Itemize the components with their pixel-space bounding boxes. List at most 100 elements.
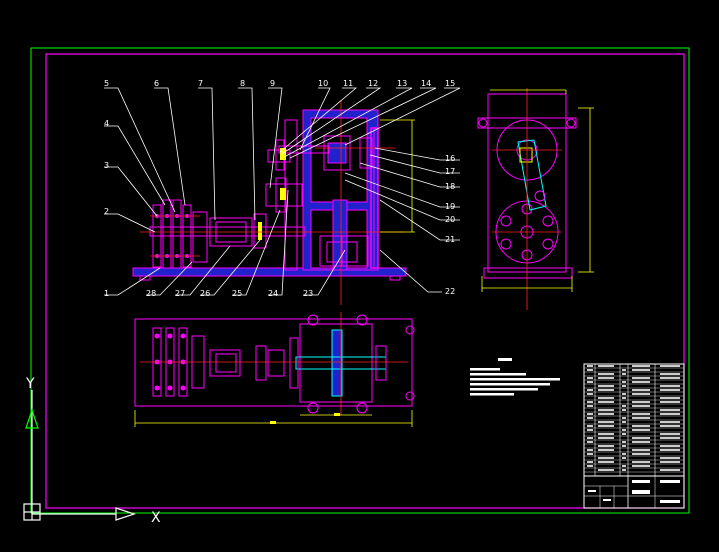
balloon-22: 22 (445, 287, 455, 296)
balloon-9: 9 (270, 79, 275, 88)
parts-cell-mark (622, 429, 626, 431)
parts-cell-mark (660, 449, 680, 451)
parts-cell-mark (622, 385, 626, 387)
balloon-18: 18 (445, 182, 455, 191)
parts-cell-mark (622, 457, 626, 459)
parts-cell-mark (660, 437, 680, 439)
parts-cell-mark (587, 393, 593, 395)
balloon-20: 20 (445, 215, 455, 224)
parts-cell-mark (632, 393, 650, 395)
parts-cell-mark (598, 401, 614, 403)
parts-cell-mark (622, 381, 626, 383)
parts-cell-mark (587, 437, 593, 439)
balloon-8: 8 (240, 79, 245, 88)
parts-cell-mark (632, 425, 650, 427)
parts-cell-mark (598, 445, 614, 447)
parts-cell-mark (622, 409, 626, 411)
parts-cell-mark (587, 369, 593, 371)
balloon-6: 6 (154, 79, 159, 88)
parts-cell-mark (598, 409, 614, 411)
parts-cell-mark (660, 385, 680, 387)
balloon-14: 14 (421, 79, 431, 88)
parts-cell-mark (598, 457, 614, 459)
balloon-2: 2 (104, 207, 109, 216)
balloon-15: 15 (445, 79, 455, 88)
parts-cell-mark (632, 429, 650, 431)
parts-cell-mark (622, 469, 626, 471)
parts-cell-mark (587, 413, 593, 415)
balloon-10: 10 (318, 79, 328, 88)
parts-cell-mark (587, 425, 593, 427)
parts-cell-mark (587, 389, 593, 391)
parts-cell-mark (632, 465, 650, 467)
parts-list (583, 363, 685, 477)
parts-cell-mark (598, 449, 614, 451)
parts-cell-mark (632, 405, 650, 407)
parts-cell-mark (587, 441, 593, 443)
parts-cell-mark (660, 377, 680, 379)
parts-cell-mark (622, 445, 626, 447)
parts-cell-mark (660, 373, 680, 375)
roller-stack (152, 199, 208, 269)
parts-cell-mark (587, 405, 593, 407)
parts-cell-mark (632, 449, 650, 451)
parts-cell-mark (632, 437, 650, 439)
ucs-icon (23, 390, 136, 521)
balloon-24: 24 (268, 289, 278, 298)
parts-cell-mark (598, 397, 614, 399)
motor (319, 235, 369, 267)
parts-cell-mark (660, 413, 680, 415)
parts-cell-mark (660, 461, 680, 463)
parts-cell-mark (598, 377, 614, 379)
balloon-4: 4 (104, 119, 109, 128)
parts-cell-mark (632, 377, 650, 379)
balloon-27: 27 (175, 289, 185, 298)
parts-cell-mark (632, 453, 650, 455)
balloon-5: 5 (104, 79, 109, 88)
parts-cell-mark (632, 369, 650, 371)
parts-cell-mark (632, 389, 650, 391)
parts-cell-mark (660, 433, 680, 435)
parts-cell-mark (632, 365, 650, 367)
parts-cell-mark (660, 409, 680, 411)
parts-cell-mark (587, 381, 593, 383)
balloon-11: 11 (343, 79, 353, 88)
parts-cell-mark (622, 433, 626, 435)
parts-cell-mark (622, 465, 626, 467)
title-block (583, 475, 685, 509)
parts-cell-mark (598, 389, 614, 391)
parts-cell-mark (587, 377, 593, 379)
balloon-23: 23 (303, 289, 313, 298)
parts-cell-mark (622, 373, 626, 375)
balloon-25: 25 (232, 289, 242, 298)
outer-drawing-border (30, 47, 690, 514)
parts-cell-mark (598, 437, 614, 439)
parts-cell-mark (632, 417, 650, 419)
parts-cell-mark (598, 365, 614, 367)
inner-drawing-border (45, 53, 685, 509)
parts-cell-mark (622, 369, 626, 371)
technical-notes (470, 358, 560, 396)
parts-cell-mark (660, 389, 680, 391)
parts-cell-mark (632, 401, 650, 403)
parts-cell-mark (622, 453, 626, 455)
front-view (132, 100, 415, 305)
top-view (134, 312, 415, 427)
parts-cell-mark (587, 401, 593, 403)
parts-cell-mark (632, 441, 650, 443)
side-view (477, 88, 594, 310)
balloon-7: 7 (198, 79, 203, 88)
parts-cell-mark (598, 433, 614, 435)
parts-cell-mark (622, 393, 626, 395)
balloon-labels: 5 6 7 8 9 10 11 12 13 14 15 16 17 18 19 … (104, 79, 455, 298)
parts-cell-mark (660, 445, 680, 447)
parts-cell-mark (632, 413, 650, 415)
parts-cell-mark (632, 461, 650, 463)
parts-cell-mark (660, 457, 680, 459)
parts-cell-mark (598, 421, 614, 423)
parts-cell-mark (598, 461, 614, 463)
parts-cell-mark (660, 425, 680, 427)
parts-cell-mark (598, 373, 614, 375)
parts-cell-mark (622, 405, 626, 407)
parts-cell-mark (587, 417, 593, 419)
